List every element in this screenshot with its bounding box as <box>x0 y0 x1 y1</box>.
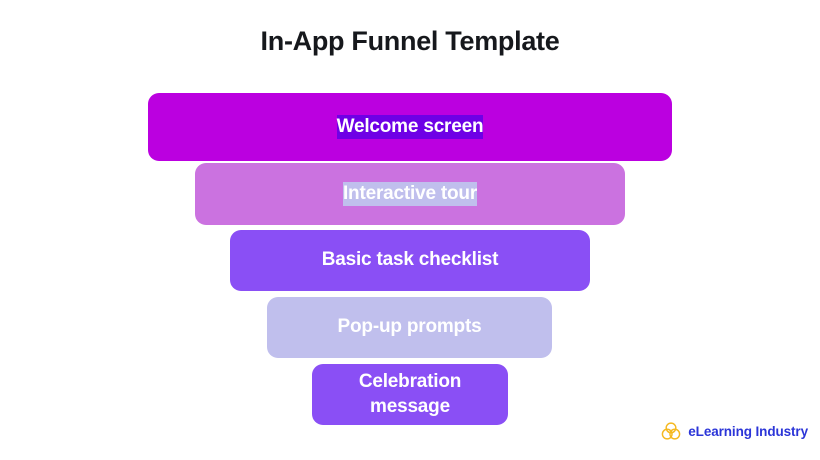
funnel-stage-3[interactable]: Basic task checklist <box>230 230 590 291</box>
brand-wordmark: eLearning Industry <box>688 423 808 439</box>
funnel-stage-1[interactable]: Welcome screen <box>148 93 672 161</box>
funnel-stage-4[interactable]: Pop-up prompts <box>267 297 552 358</box>
funnel-stage-label: Basic task checklist <box>321 249 499 271</box>
brand-logo[interactable]: eLearning Industry <box>660 420 808 442</box>
three-interlocking-circles-icon <box>660 420 682 442</box>
funnel-stage-5[interactable]: Celebration message <box>312 364 508 425</box>
page-title: In-App Funnel Template <box>260 26 560 56</box>
funnel-stage-label: Celebration message <box>358 371 462 417</box>
funnel-stage-label: Interactive tour <box>342 181 477 207</box>
funnel-stage-label: Welcome screen <box>336 114 484 140</box>
funnel-stage-2[interactable]: Interactive tour <box>195 163 625 225</box>
funnel-stage-label: Pop-up prompts <box>337 316 482 338</box>
